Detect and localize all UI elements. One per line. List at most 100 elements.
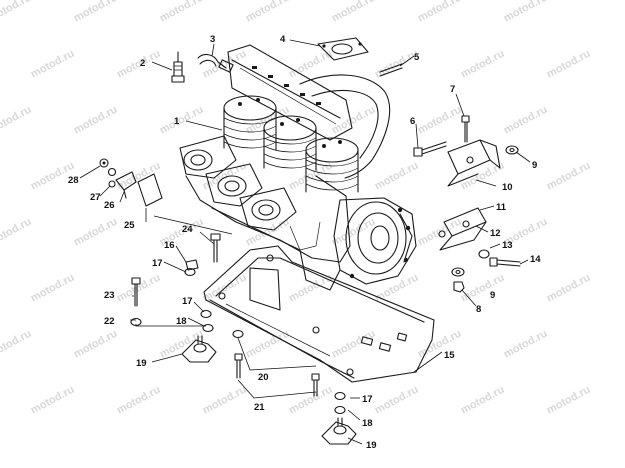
bracket-26	[115, 171, 137, 199]
washer-27	[107, 167, 117, 188]
watermark-text: motod.ru	[201, 384, 249, 417]
callout-12: 12	[490, 228, 501, 239]
callout-18b: 18	[362, 418, 373, 429]
washer-17c	[334, 391, 346, 401]
nut-28	[99, 158, 109, 168]
callout-23: 23	[104, 290, 115, 301]
watermark-text: motod.ru	[115, 384, 163, 417]
bolt-14	[489, 257, 521, 267]
washer-18b	[334, 405, 346, 415]
washer-9-upper	[505, 145, 519, 155]
callout-9-upper: 9	[532, 160, 537, 171]
watermark-text: motod.ru	[502, 0, 550, 25]
callout-19a: 19	[136, 358, 147, 369]
watermark-text: motod.ru	[545, 160, 593, 193]
watermark-text: motod.ru	[502, 328, 550, 361]
callout-14: 14	[530, 254, 541, 265]
callout-8: 8	[476, 304, 481, 315]
washer-9-lower	[451, 267, 465, 277]
dowel-pin	[379, 63, 403, 77]
callout-10: 10	[502, 182, 513, 193]
screw-7	[461, 115, 470, 143]
rubber-mount-19a	[181, 335, 217, 363]
watermark-text: motod.ru	[115, 272, 163, 305]
watermark-text: motod.ru	[416, 104, 464, 137]
callout-22: 22	[104, 316, 115, 327]
callout-24: 24	[182, 224, 193, 235]
washer-20	[232, 329, 244, 339]
hose-fitting	[197, 53, 234, 73]
watermark-text: motod.ru	[330, 0, 378, 25]
leader-lines	[79, 39, 531, 445]
callout-1: 1	[174, 116, 180, 127]
engine-assembly	[179, 44, 417, 291]
rubber-mount-19b	[321, 417, 357, 445]
bolt-23	[131, 277, 141, 307]
watermark-text: motod.ru	[115, 48, 163, 81]
watermark-text: motod.ru	[29, 48, 77, 81]
callout-5: 5	[414, 52, 420, 63]
callout-15: 15	[444, 350, 455, 361]
callout-4: 4	[280, 34, 286, 45]
nut-16	[185, 259, 199, 271]
watermark-text: motod.ru	[201, 160, 249, 193]
washer-17b	[200, 309, 212, 319]
watermark-text: motod.ru	[545, 272, 593, 305]
callout-18a: 18	[176, 316, 187, 327]
callout-3: 3	[210, 34, 215, 45]
bracket-upper	[447, 139, 501, 187]
watermark-text: motod.ru	[72, 0, 120, 25]
watermark-text: motod.ru	[72, 104, 120, 137]
watermark-text: motod.ru	[287, 384, 335, 417]
watermark-text: motod.ru	[416, 0, 464, 25]
watermark-text: motod.ru	[0, 0, 34, 25]
callout-17a: 17	[152, 258, 163, 269]
cylinder-2	[263, 115, 317, 171]
bolt-24	[210, 233, 221, 263]
bolt-6	[413, 141, 447, 157]
watermark-text: motod.ru	[330, 104, 378, 137]
washer-13	[478, 249, 490, 259]
callout-16: 16	[164, 240, 175, 251]
callout-20: 20	[258, 372, 269, 383]
callout-25: 25	[124, 220, 135, 231]
watermark-text: motod.ru	[502, 104, 550, 137]
spark-plug	[171, 51, 185, 83]
washer-17a	[184, 267, 196, 277]
callout-26: 26	[104, 200, 115, 211]
watermark-text: motod.ru	[330, 328, 378, 361]
bracket-25	[137, 173, 163, 207]
watermark-text: motod.ru	[0, 216, 34, 249]
callout-11: 11	[496, 202, 507, 213]
watermark-text: motod.ru	[158, 0, 206, 25]
callout-19b: 19	[366, 440, 377, 451]
callout-21: 21	[254, 402, 265, 413]
watermark-text: motod.ru	[158, 104, 206, 137]
watermark-text: motod.ru	[459, 384, 507, 417]
watermark-text: motod.ru	[545, 48, 593, 81]
watermark-text: motod.ru	[416, 328, 464, 361]
watermark-text: motod.ru	[201, 48, 249, 81]
watermark-text: motod.ru	[545, 384, 593, 417]
cylinder-1	[223, 95, 277, 151]
callout-17c: 17	[362, 394, 373, 405]
watermark-text: motod.ru	[459, 48, 507, 81]
watermark-text: motod.ru	[29, 384, 77, 417]
watermark-text: motod.ru	[459, 272, 507, 305]
callout-7: 7	[450, 84, 455, 95]
watermark-text: motod.ru	[0, 328, 34, 361]
callout-9-lower: 9	[490, 290, 495, 301]
watermark-text: motod.ru	[373, 160, 421, 193]
head-gasket	[317, 37, 369, 61]
watermark-text: motod.ru	[72, 216, 120, 249]
callout-28: 28	[68, 175, 79, 186]
bolt-21b	[311, 373, 320, 397]
watermark-text: motod.ru	[0, 104, 34, 137]
watermark-text: motod.ru	[29, 272, 77, 305]
watermark-text: motod.ru	[244, 0, 292, 25]
callout-labels: 1 2 3 4 5 6 7 8 9 9 10 11 12 13 14 15 16…	[68, 34, 541, 451]
bolt-21a	[234, 353, 243, 379]
callout-13: 13	[502, 240, 513, 251]
